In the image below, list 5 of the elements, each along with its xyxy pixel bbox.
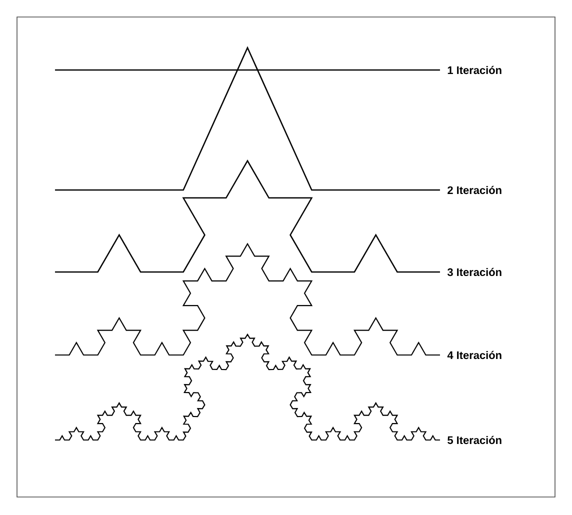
iteration-label: 2 Iteración: [448, 186, 502, 194]
iteration-label: 5 Iteración: [448, 436, 502, 444]
iteration-label: 3 Iteración: [447, 268, 502, 276]
iteration-label: 1 Iteración: [448, 66, 502, 74]
iteration-label: 4 Iteración: [447, 350, 502, 360]
